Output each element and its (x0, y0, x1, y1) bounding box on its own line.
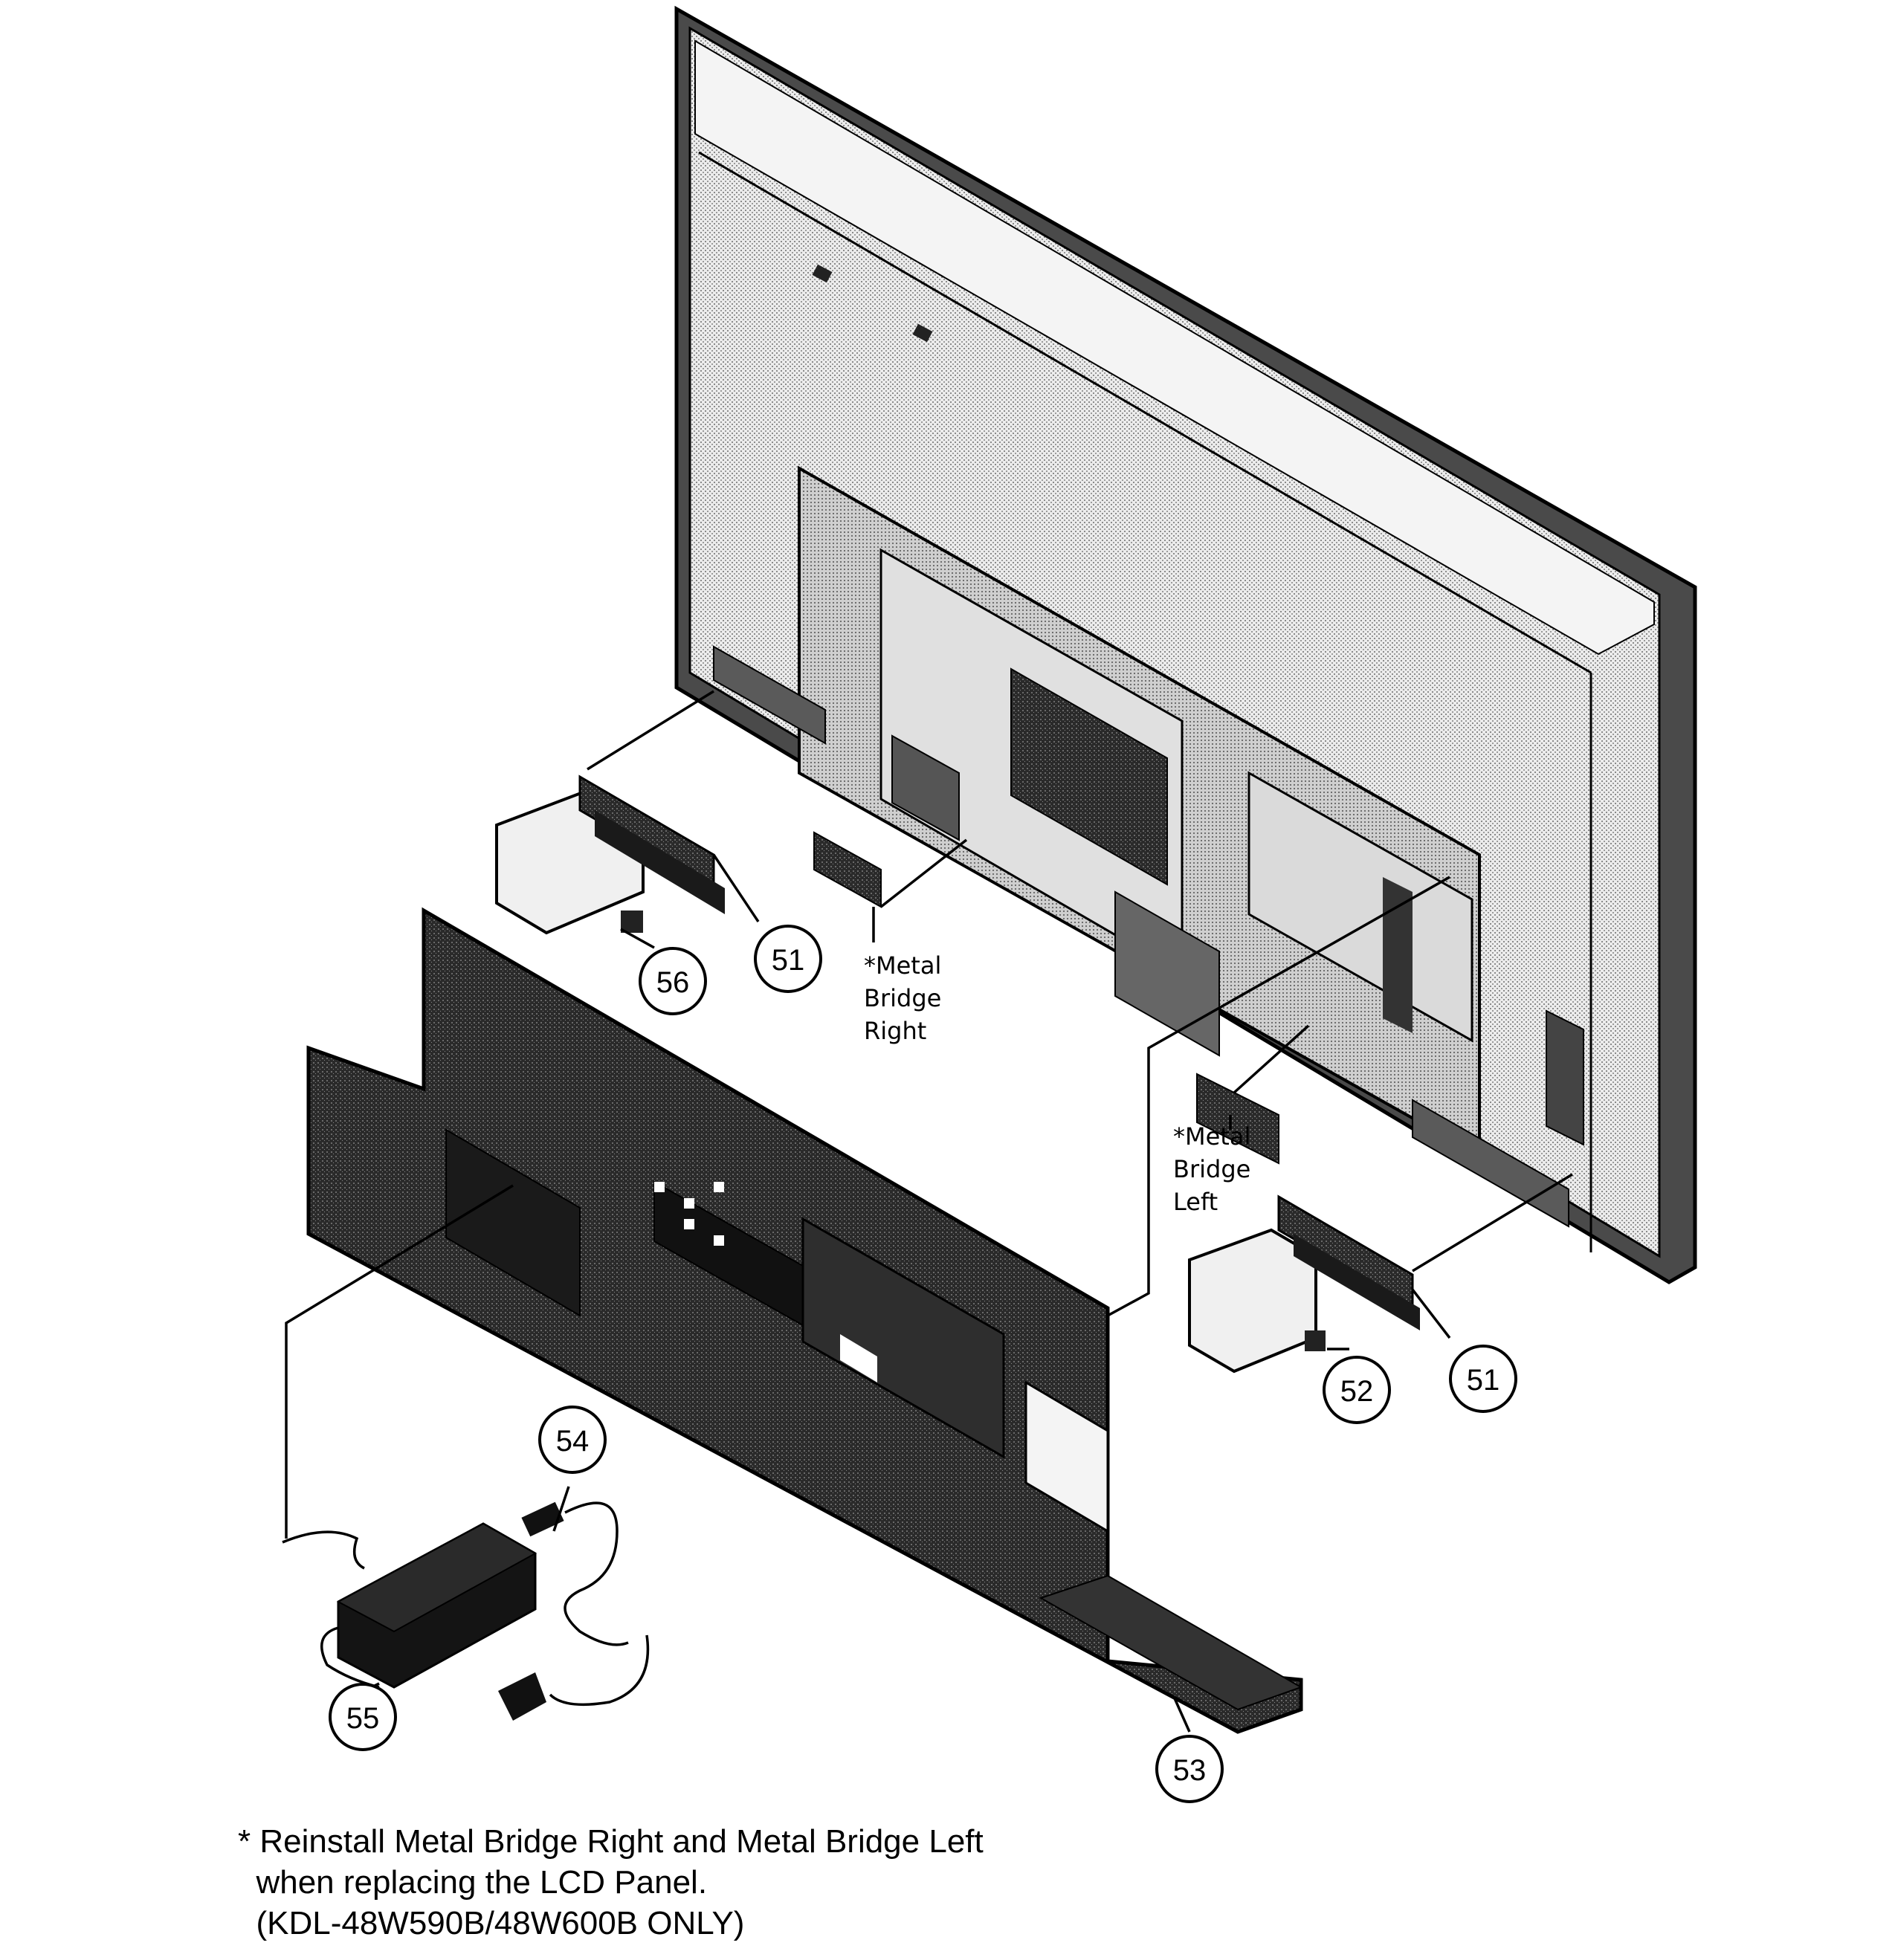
callout-53: 53 (1155, 1735, 1224, 1803)
ac-adapter (282, 1501, 650, 1721)
label-metal-bridge-left-line1: *Metal (1173, 1122, 1250, 1151)
callout-52: 52 (1323, 1356, 1391, 1424)
label-metal-bridge-right-line3: Right (864, 1017, 926, 1045)
callout-55-text: 55 (346, 1702, 380, 1735)
callout-55: 55 (329, 1683, 397, 1751)
metal-bridge-left (1196, 1073, 1279, 1165)
label-metal-bridge-right-line2: Bridge (864, 984, 941, 1012)
label-metal-bridge-left-line2: Bridge (1173, 1155, 1250, 1183)
label-metal-bridge-left: *Metal Bridge Left (1173, 1122, 1250, 1216)
callout-56-text: 56 (656, 966, 690, 999)
callout-51-right: 51 (1449, 1345, 1517, 1413)
callout-53-text: 53 (1173, 1754, 1207, 1787)
callout-51-left-text: 51 (772, 944, 805, 977)
metal-bridge-right (813, 831, 882, 908)
label-metal-bridge-left-line3: Left (1173, 1188, 1218, 1216)
footnote-line-3: (KDL-48W590B/48W600B ONLY) (238, 1905, 745, 1941)
callout-54-text: 54 (556, 1425, 590, 1458)
speaker-left (495, 774, 725, 935)
leader-lines (285, 690, 1573, 1733)
footnote-line-1: * Reinstall Metal Bridge Right and Metal… (238, 1823, 984, 1860)
callout-51-right-text: 51 (1467, 1364, 1500, 1397)
main-board-assembly (713, 465, 1584, 1228)
footnote-line-2: when replacing the LCD Panel. (238, 1864, 708, 1901)
label-metal-bridge-right: *Metal Bridge Right (864, 951, 941, 1045)
speaker-right (1188, 1194, 1420, 1374)
callout-56: 56 (639, 947, 707, 1015)
callout-51-left: 51 (754, 925, 822, 993)
callout-52-text: 52 (1340, 1375, 1374, 1408)
label-metal-bridge-right-line1: *Metal (864, 951, 941, 980)
callout-54: 54 (538, 1406, 607, 1474)
rear-cover (306, 907, 1303, 1734)
